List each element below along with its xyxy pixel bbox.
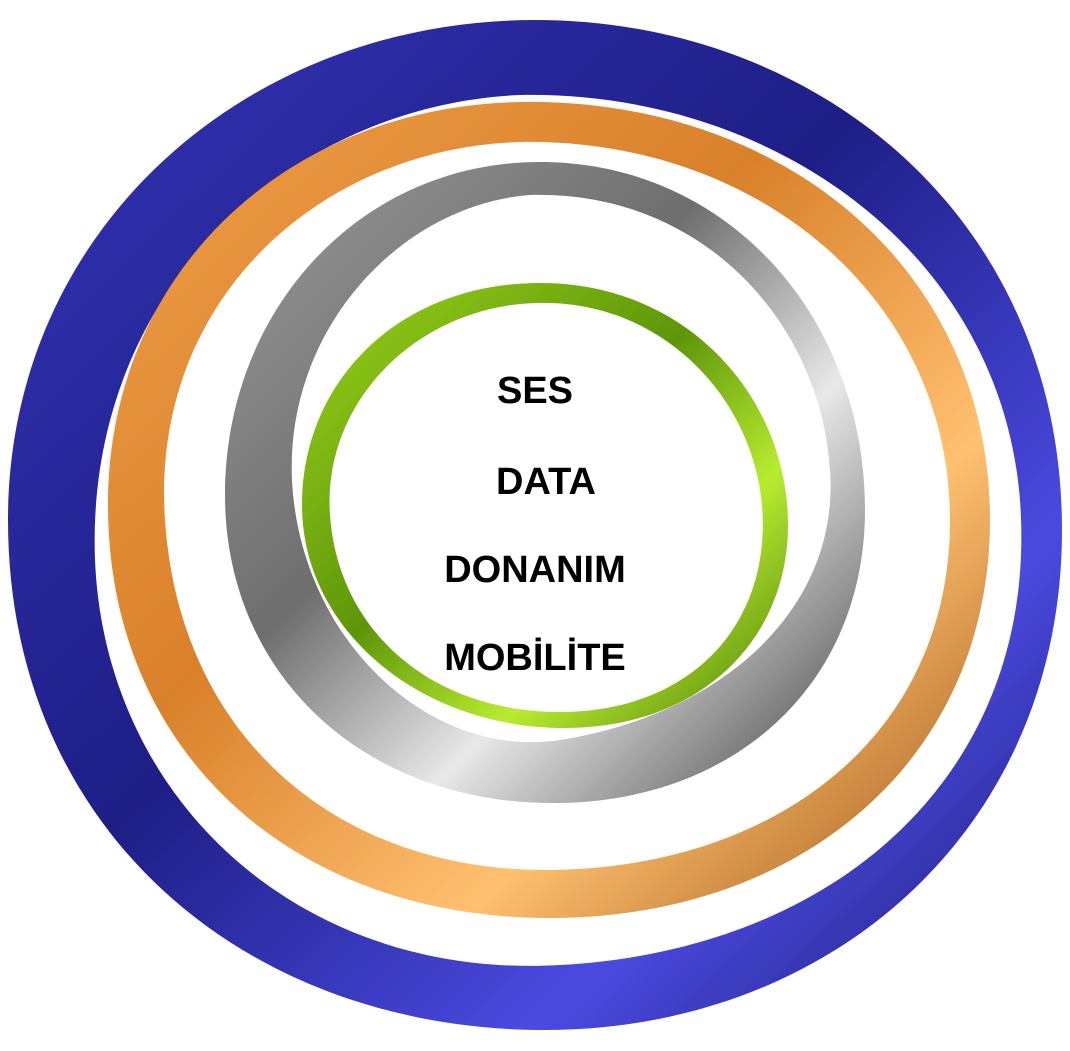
green-ring bbox=[302, 283, 788, 728]
